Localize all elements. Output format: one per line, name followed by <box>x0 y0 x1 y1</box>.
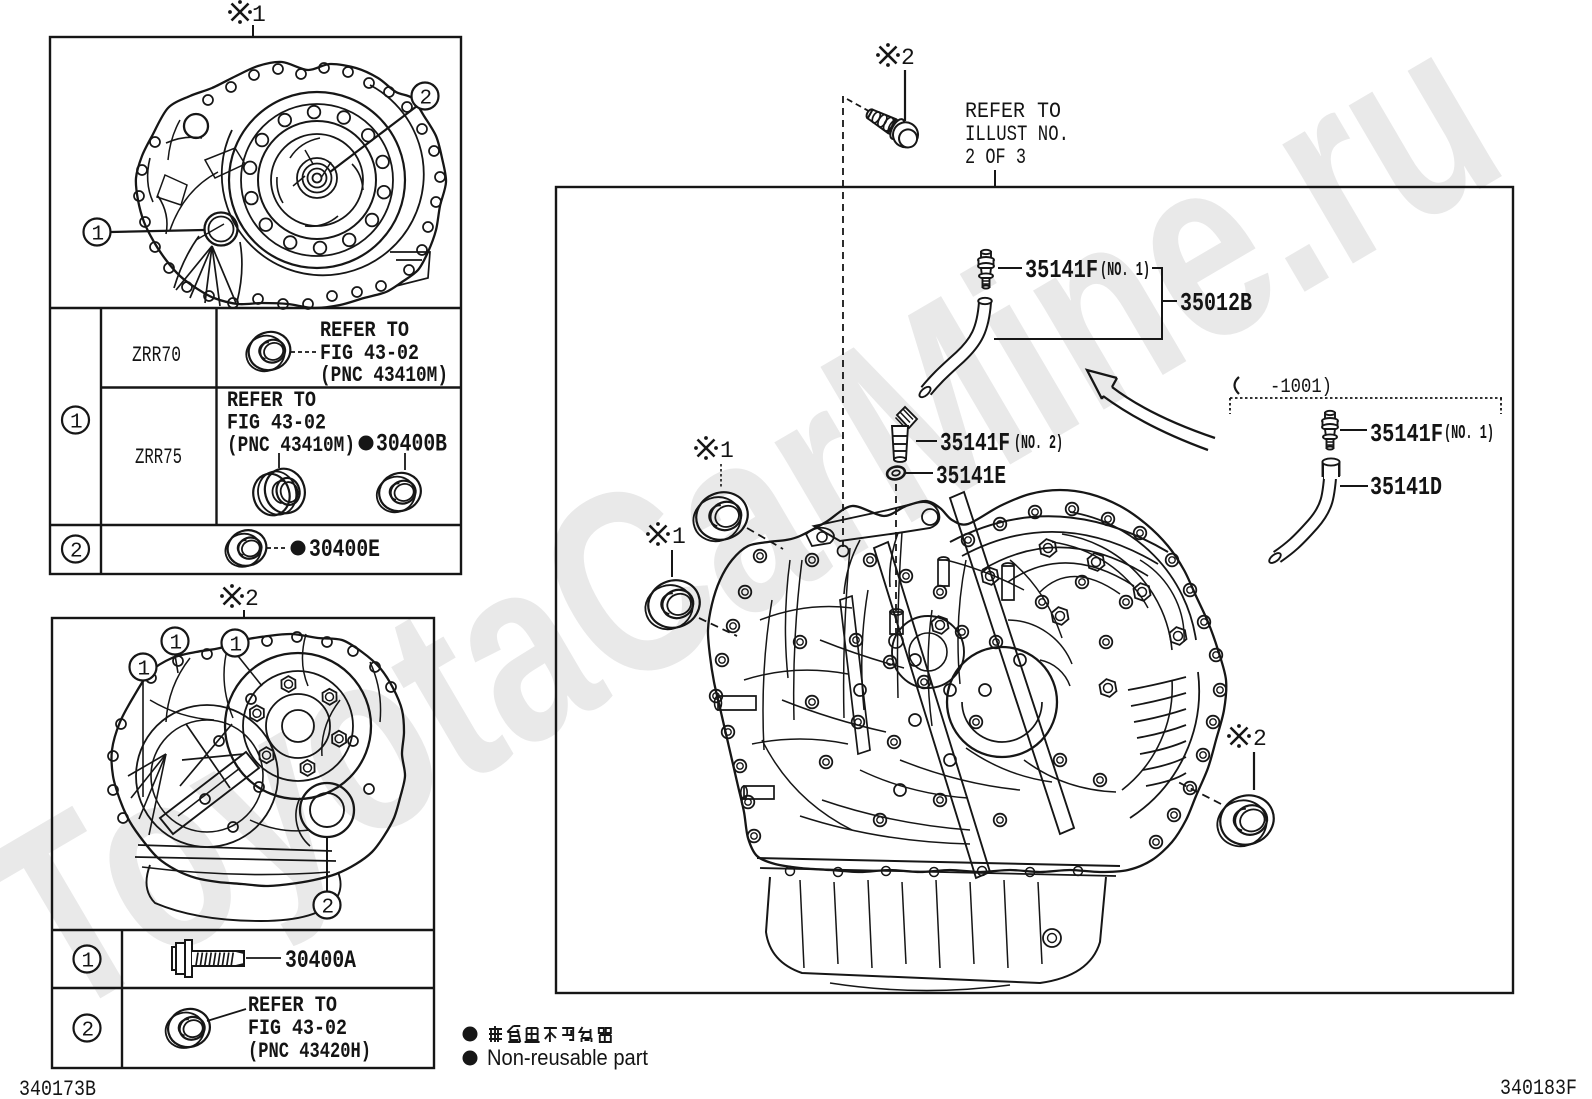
svg-text:1: 1 <box>672 524 686 550</box>
svg-text:2: 2 <box>1253 726 1267 752</box>
svg-text:(PNC 43410M): (PNC 43410M) <box>320 363 448 388</box>
svg-text:REFER TO: REFER TO <box>248 993 337 1018</box>
svg-text:(PNC 43410M): (PNC 43410M) <box>227 433 355 458</box>
svg-text:(PNC 43420H): (PNC 43420H) <box>248 1039 371 1064</box>
svg-text:35141D: 35141D <box>1370 472 1442 502</box>
svg-text:1: 1 <box>70 412 83 435</box>
svg-text:FIG 43-02: FIG 43-02 <box>320 341 419 366</box>
svg-text:(NO. 2): (NO. 2) <box>1014 432 1063 454</box>
svg-text:35141E: 35141E <box>936 461 1006 491</box>
svg-text:1: 1 <box>82 951 95 974</box>
svg-text:ZRR70: ZRR70 <box>132 343 181 368</box>
svg-text:35141F: 35141F <box>1025 255 1098 285</box>
svg-text:ZRR75: ZRR75 <box>135 445 182 470</box>
svg-text:30400B: 30400B <box>376 430 447 459</box>
svg-text:1: 1 <box>230 635 243 658</box>
svg-text:ILLUST NO.: ILLUST NO. <box>965 122 1069 147</box>
svg-text:(NO. 1): (NO. 1) <box>1444 422 1494 444</box>
svg-text:2: 2 <box>420 88 433 111</box>
svg-text:REFER TO: REFER TO <box>227 388 316 413</box>
svg-text:30400E: 30400E <box>309 535 380 564</box>
svg-text:2: 2 <box>901 45 915 71</box>
svg-text:2: 2 <box>322 897 335 920</box>
svg-text:-1001): -1001) <box>1270 376 1332 399</box>
svg-text:1: 1 <box>92 224 105 247</box>
svg-text:1: 1 <box>138 659 151 682</box>
svg-text:1: 1 <box>720 438 734 464</box>
svg-text:2: 2 <box>245 586 259 612</box>
svg-text:340183F: 340183F <box>1500 1076 1577 1099</box>
svg-text:FIG 43-02: FIG 43-02 <box>227 411 326 436</box>
svg-text:35012B: 35012B <box>1180 288 1252 318</box>
svg-text:30400A: 30400A <box>285 946 356 975</box>
svg-text:340173B: 340173B <box>19 1077 96 1099</box>
svg-text:REFER TO: REFER TO <box>965 99 1061 124</box>
svg-text:2: 2 <box>82 1020 95 1043</box>
svg-text:35141F: 35141F <box>940 428 1010 458</box>
svg-text:Non-reusable part: Non-reusable part <box>487 1045 648 1070</box>
svg-text:(NO. 1): (NO. 1) <box>1100 259 1150 281</box>
svg-text:1: 1 <box>252 2 266 28</box>
svg-text:2: 2 <box>70 541 83 564</box>
svg-text:REFER TO: REFER TO <box>320 318 409 343</box>
svg-text:FIG 43-02: FIG 43-02 <box>248 1016 347 1041</box>
svg-text:35141F: 35141F <box>1370 419 1443 449</box>
svg-text:2 OF 3: 2 OF 3 <box>965 145 1026 170</box>
svg-text:1: 1 <box>170 633 183 656</box>
